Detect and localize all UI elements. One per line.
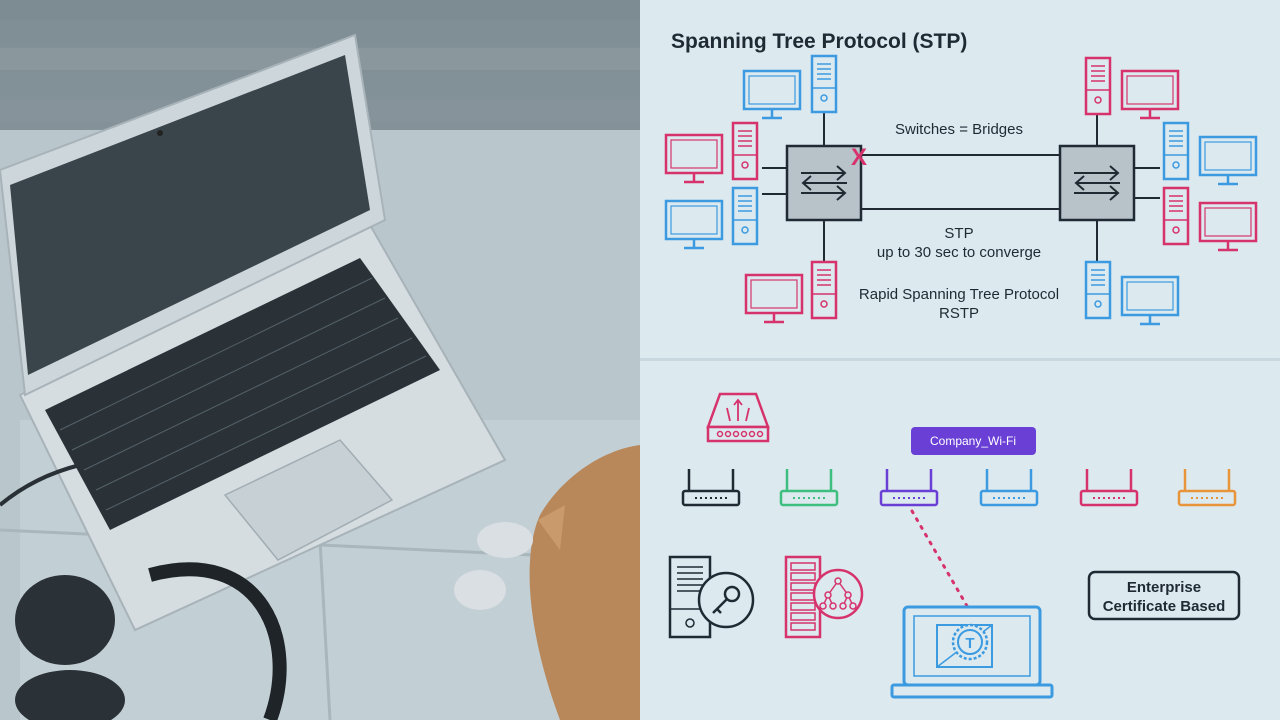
ssid-label: Company_Wi-Fi — [930, 434, 1016, 448]
server-tower-icon — [1084, 56, 1112, 116]
monitor-icon — [1198, 135, 1258, 186]
monitor-icon — [742, 69, 802, 120]
wireless-access-point-icon — [1177, 467, 1237, 507]
server-tower-icon — [1084, 260, 1112, 320]
token-letter: T — [965, 635, 974, 652]
stp-diagram: Spanning Tree Protocol (STP) X — [664, 30, 1258, 326]
rstp-label: Rapid Spanning Tree Protocol — [859, 286, 1059, 303]
certificate-based-label: Certificate Based — [1103, 598, 1226, 615]
token-coin-icon: T — [951, 623, 989, 661]
stp-title: Spanning Tree Protocol (STP) — [671, 30, 967, 53]
monitor-icon — [664, 199, 724, 250]
server-tower-icon — [1162, 186, 1190, 246]
switch-icon-left — [785, 144, 863, 222]
router-icon — [706, 392, 770, 443]
server-tower-icon — [810, 54, 838, 114]
key-server-icon — [668, 555, 755, 639]
monitor-icon — [1120, 69, 1180, 120]
monitor-icon — [1198, 201, 1258, 252]
switch-icon-right — [1058, 144, 1136, 222]
wireless-access-point-icon — [1079, 467, 1139, 507]
switches-label: Switches = Bridges — [895, 121, 1023, 138]
stp-label: STP — [944, 225, 973, 242]
directory-server-icon — [784, 555, 864, 639]
enterprise-label: Enterprise — [1127, 579, 1201, 596]
server-tower-icon — [731, 186, 759, 246]
laptop-photo — [0, 0, 640, 720]
rstp-abbr: RSTP — [939, 305, 979, 322]
wifi-diagram: Company_Wi-Fi — [668, 392, 1241, 699]
monitor-icon — [1120, 275, 1180, 326]
server-tower-icon — [810, 260, 838, 320]
monitor-icon — [744, 273, 804, 324]
wireless-access-point-icon — [681, 467, 741, 507]
monitor-icon — [664, 133, 724, 184]
wireless-link — [910, 509, 969, 608]
blocked-port-marker: X — [851, 144, 867, 171]
stp-diagram-panel: Spanning Tree Protocol (STP) X — [640, 0, 1280, 358]
wireless-access-point-icon — [779, 467, 839, 507]
wifi-diagram-panel: Company_Wi-Fi — [640, 361, 1280, 720]
server-tower-icon — [731, 121, 759, 181]
panel-divider — [640, 358, 1280, 361]
links — [762, 110, 1160, 262]
wireless-access-point-icon — [879, 467, 939, 507]
converge-label: up to 30 sec to converge — [877, 244, 1041, 261]
wireless-access-point-icon — [979, 467, 1039, 507]
enterprise-cert-box: Enterprise Certificate Based — [1087, 570, 1241, 621]
server-tower-icon — [1162, 121, 1190, 181]
ssid-badge: Company_Wi-Fi — [911, 427, 1036, 455]
